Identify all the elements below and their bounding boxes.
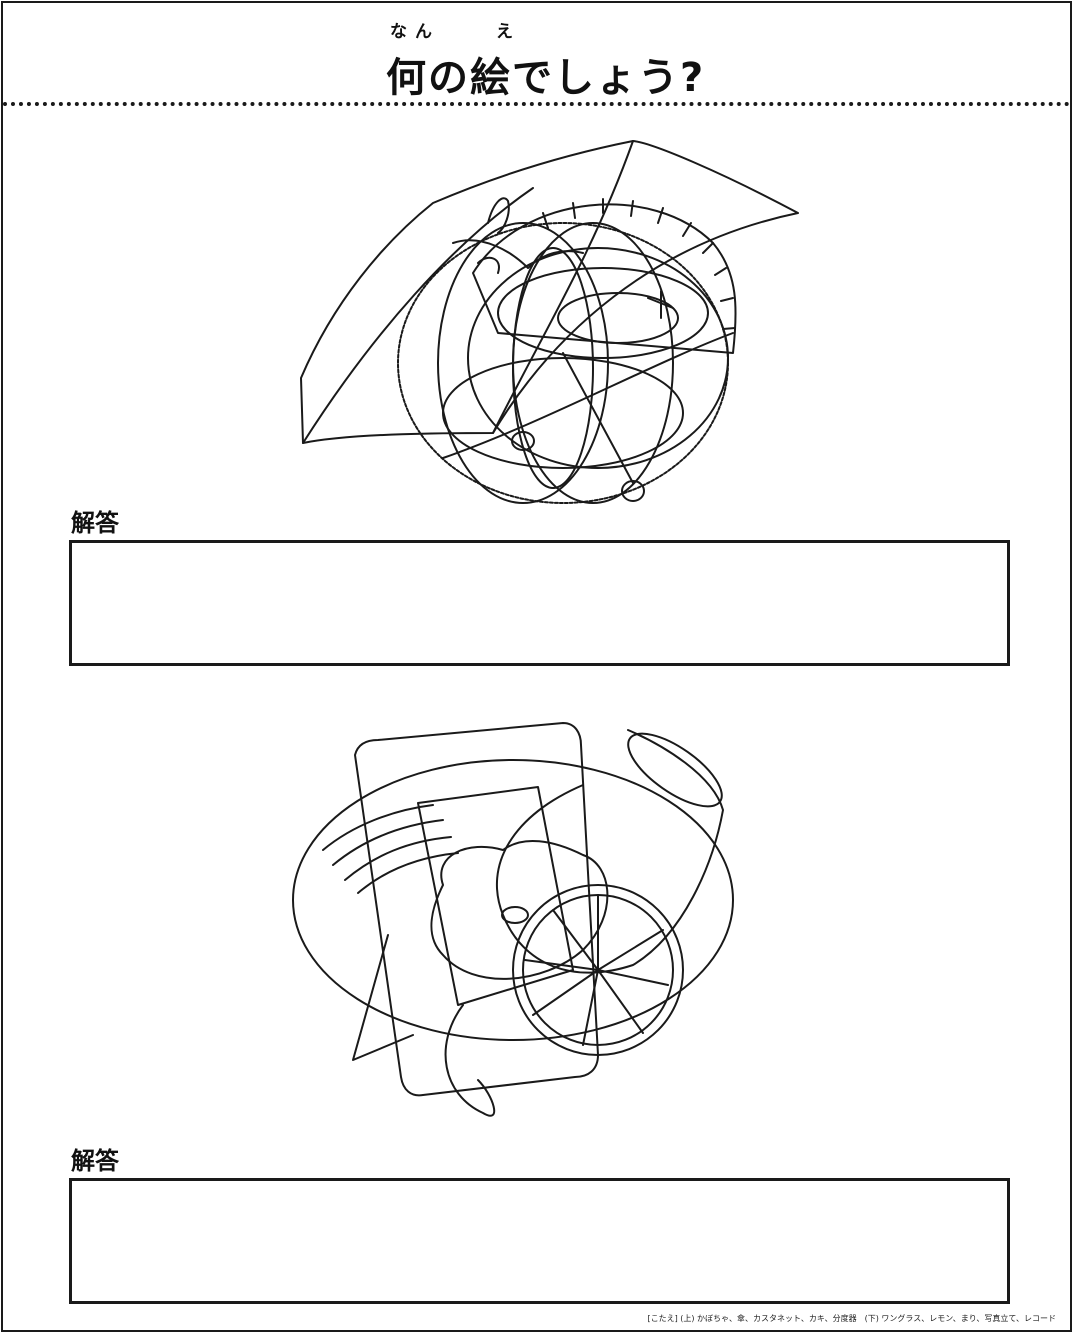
protractor-arc <box>472 203 737 354</box>
header-dotted-divider <box>3 102 1070 106</box>
castanet-bead <box>511 431 535 451</box>
pumpkin-stem <box>487 197 510 234</box>
overlapping-drawing-2 <box>283 715 753 1125</box>
ornament <box>477 256 674 319</box>
photo-frame-inner <box>417 786 574 1006</box>
worksheet-header: なん え 何の絵でしょう? <box>3 3 1070 106</box>
pumpkin-segment <box>512 247 594 489</box>
page-title: 何の絵でしょう? <box>386 55 706 101</box>
castanet-bead <box>621 480 645 502</box>
umbrella-rib <box>302 187 534 444</box>
answer-label-2: 解答 <box>71 1147 119 1175</box>
overlapping-drawing-1-art <box>300 140 799 504</box>
persimmon-outline <box>467 247 729 469</box>
lemon-slice-outline <box>512 884 684 1056</box>
photo-frame-stand <box>352 934 414 1061</box>
stroke-tail <box>444 1004 496 1117</box>
answer-box-1[interactable] <box>69 540 1010 666</box>
castanet-shape <box>497 267 709 359</box>
wine-glass-bowl <box>495 729 724 974</box>
lemon-segments <box>524 894 669 1046</box>
pumpkin-outline <box>397 222 729 504</box>
umbrella-rib <box>492 140 634 434</box>
persimmon-line <box>562 352 634 484</box>
overlapping-drawing-2-art <box>292 722 734 1117</box>
title-ruby-e: え <box>496 22 513 42</box>
cross-line <box>442 332 734 459</box>
overlapping-drawing-1 <box>293 133 813 513</box>
record-grooves <box>322 804 459 894</box>
answers-footnote: [こたえ] (上) かぼちゃ、傘、カスタネット、カキ、分度器 (下) ワングラス… <box>647 1314 1056 1323</box>
ball-outline <box>430 839 609 980</box>
record-outline <box>292 759 734 1041</box>
umbrella-outline <box>300 140 799 444</box>
answer-label-1: 解答 <box>71 509 119 537</box>
castanet-shape <box>442 357 684 469</box>
wine-glass-rim <box>627 732 723 808</box>
pumpkin-segment <box>437 222 609 504</box>
answer-box-2[interactable] <box>69 1178 1010 1304</box>
title-ruby-nan: なん <box>390 22 440 42</box>
persimmon-calyx <box>452 239 584 269</box>
protractor-ticks <box>542 198 736 330</box>
ball-mark <box>501 906 529 924</box>
